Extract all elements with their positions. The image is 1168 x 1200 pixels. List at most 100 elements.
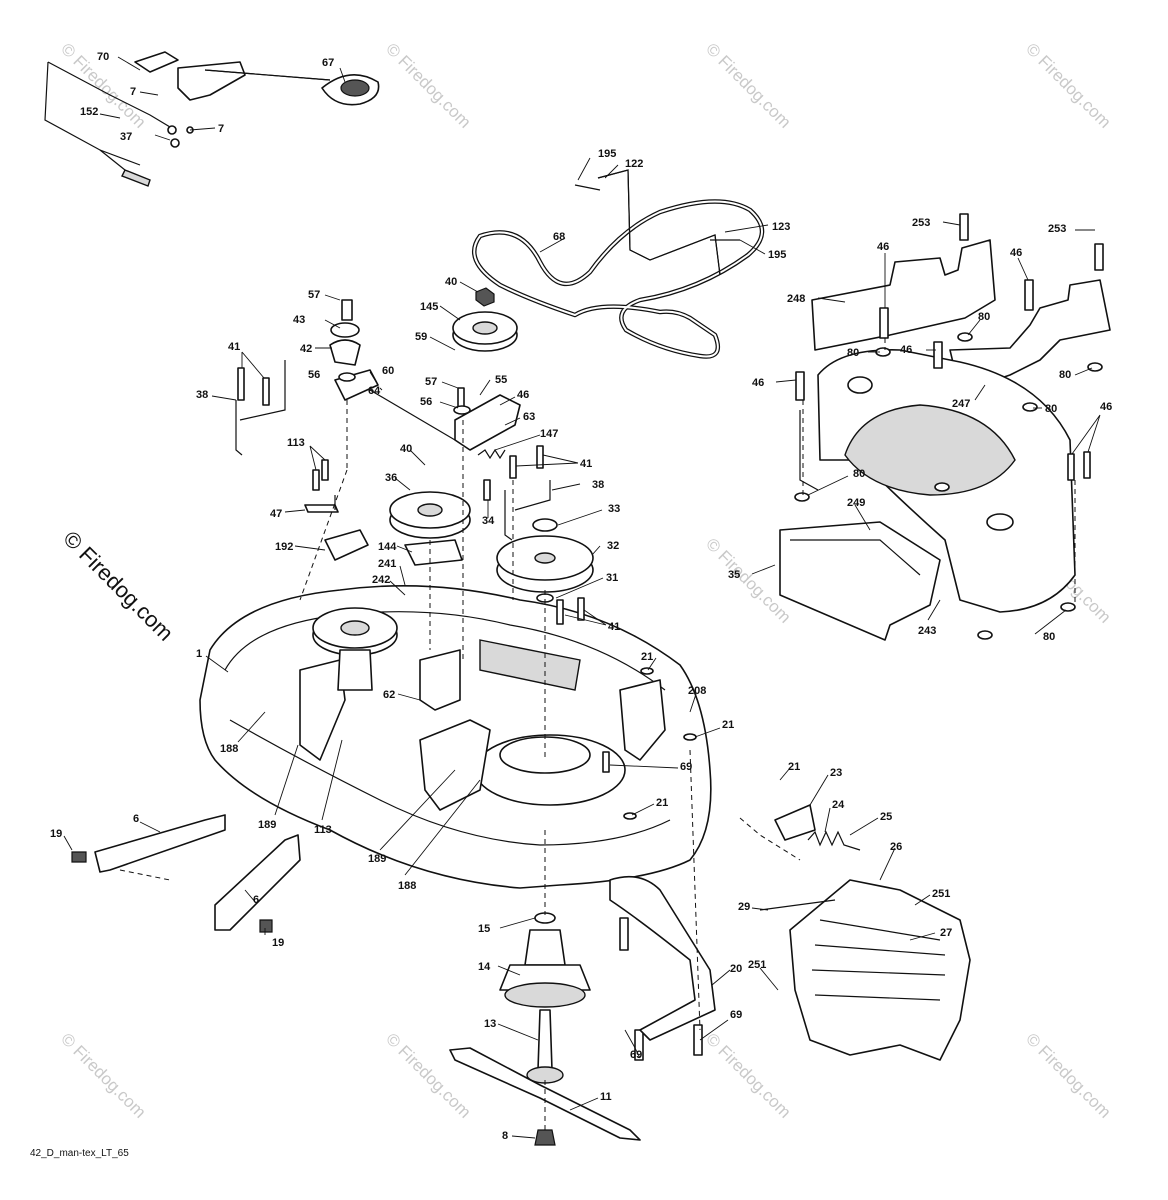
callout: 20 — [730, 963, 742, 975]
watermark: © Firedog.com — [57, 1029, 149, 1121]
callout: 113 — [314, 824, 332, 836]
callout: 46 — [752, 377, 764, 389]
belt-68 — [471, 199, 765, 359]
callout: 59 — [415, 331, 427, 343]
idler-arm-63 — [369, 389, 521, 451]
callout: 247 — [952, 398, 970, 410]
callout: 248 — [787, 293, 805, 305]
callout: 27 — [940, 927, 952, 939]
callout: 145 — [420, 301, 438, 313]
watermark: © Firedog.com — [1022, 1029, 1114, 1121]
callout: 34 — [482, 515, 495, 527]
callout: 21 — [641, 651, 653, 663]
callout: 80 — [1045, 403, 1057, 415]
bracket-38-right — [504, 480, 551, 541]
knob-67 — [321, 73, 380, 106]
callout: 46 — [877, 241, 889, 253]
callout: 251 — [932, 888, 950, 900]
deck-shroud — [799, 349, 1076, 613]
rod-29 — [759, 899, 836, 911]
callout: 249 — [847, 497, 865, 509]
callout: 41 — [608, 621, 620, 633]
callout: 80 — [1043, 631, 1055, 643]
callout: 42 — [300, 343, 312, 355]
callout: 21 — [788, 761, 800, 773]
callout: 62 — [383, 689, 395, 701]
callout: 15 — [478, 923, 490, 935]
callout: 25 — [880, 811, 892, 823]
callout: 147 — [540, 428, 558, 440]
watermark: © Firedog.com — [702, 39, 794, 131]
callout: 80 — [853, 468, 865, 480]
callout: 189 — [258, 819, 276, 831]
pulley-36 — [389, 491, 471, 539]
callout: 14 — [478, 961, 491, 973]
callout: 57 — [308, 289, 320, 301]
callout: 19 — [50, 828, 62, 840]
discharge-chute-27 — [789, 879, 971, 1061]
callout: 38 — [592, 479, 604, 491]
callout: 80 — [978, 311, 990, 323]
callout: 37 — [120, 131, 132, 143]
callout: 40 — [400, 443, 412, 455]
bracket-47 — [304, 495, 339, 513]
callout: 69 — [630, 1049, 642, 1061]
watermark: © Firedog.com — [382, 1029, 474, 1121]
callout: 122 — [625, 158, 643, 170]
watermark: © Firedog.com — [702, 1029, 794, 1121]
callout: 152 — [80, 106, 98, 118]
pulley-32 — [496, 535, 594, 593]
callout: 21 — [722, 719, 734, 731]
spindle-14 — [499, 912, 591, 1008]
callout: 7 — [130, 86, 136, 98]
callout: 63 — [523, 411, 535, 423]
mower-deck-1 — [199, 584, 712, 889]
callout: 241 — [378, 558, 396, 570]
watermark: © Firedog.com — [382, 39, 474, 131]
belt-keeper-122 — [574, 169, 740, 276]
callout: 69 — [730, 1009, 742, 1021]
callout: 43 — [293, 314, 305, 326]
callout: 70 — [97, 51, 109, 63]
callout: 46 — [900, 344, 912, 356]
callout: 195 — [768, 249, 786, 261]
callout: 188 — [398, 880, 416, 892]
callout: 8 — [502, 1130, 508, 1142]
deflector-249 — [779, 521, 941, 641]
callout: 188 — [220, 743, 238, 755]
callout: 32 — [607, 540, 619, 552]
spring-25 — [807, 830, 861, 851]
alignment-lines — [119, 338, 1076, 1130]
callout: 60 — [382, 365, 394, 377]
callout: 208 — [688, 685, 706, 697]
callout: 123 — [772, 221, 790, 233]
belt-cover-248 — [811, 239, 996, 351]
drawing-reference: 42_D_man-tex_LT_65 — [30, 1148, 129, 1159]
belt-cover-247 — [949, 279, 1111, 393]
callout: 68 — [553, 231, 565, 243]
spring-147 — [477, 448, 506, 460]
bracket-6-upper — [71, 814, 226, 873]
callout: 56 — [308, 369, 320, 381]
callout: 67 — [322, 57, 334, 69]
callout: 1 — [196, 648, 202, 660]
callout: 41 — [228, 341, 240, 353]
side-watermark: © Firedog.com — [58, 526, 178, 646]
bracket-6-lower — [214, 834, 301, 933]
callout: 29 — [738, 901, 750, 913]
callout: 113 — [287, 437, 305, 449]
callout: 38 — [196, 389, 208, 401]
callout: 144 — [378, 541, 397, 553]
bolt-8 — [534, 1129, 556, 1146]
callout: 23 — [830, 767, 842, 779]
callout: 19 — [272, 937, 284, 949]
bracket-144 — [404, 539, 463, 566]
deck-pulley-left — [312, 607, 398, 691]
callout: 189 — [368, 853, 386, 865]
bracket-38-left — [235, 360, 286, 456]
callout: 24 — [832, 799, 845, 811]
idler-pulley-145 — [452, 311, 518, 352]
callout: 251 — [748, 959, 766, 971]
callout: 35 — [728, 569, 740, 581]
